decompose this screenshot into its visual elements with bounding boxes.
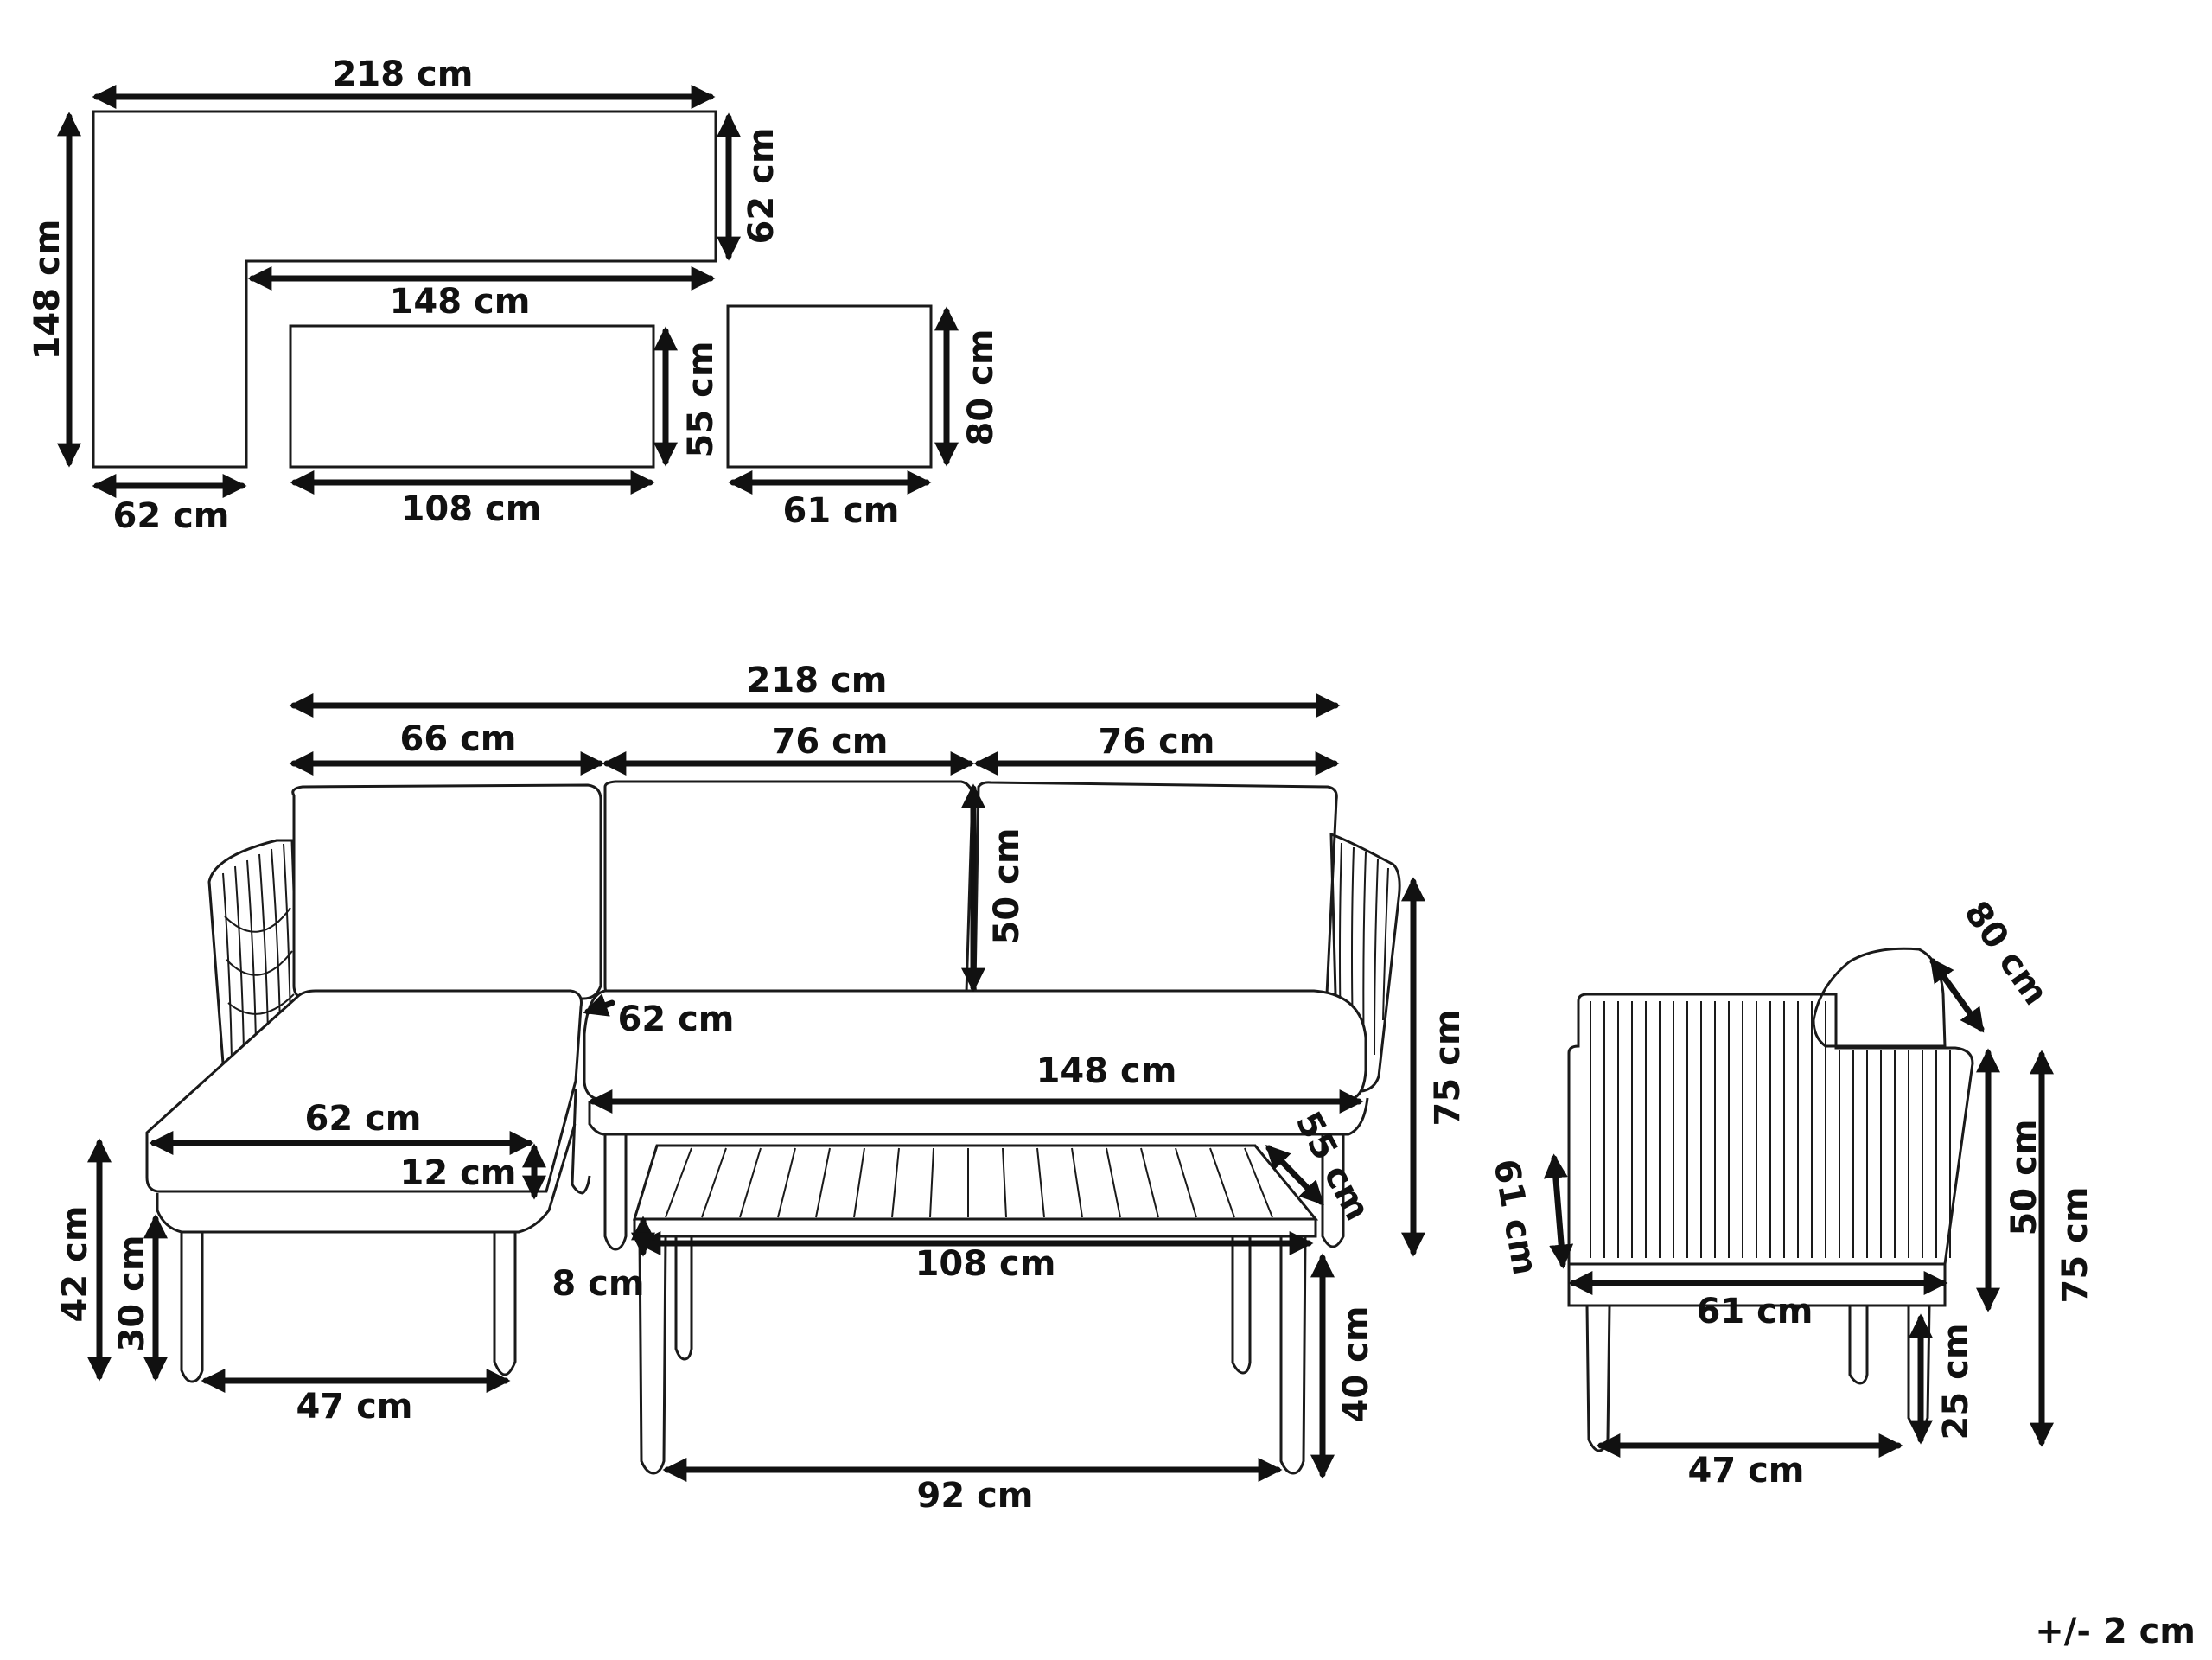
table-leg-3 [674, 1236, 693, 1361]
right-rope-arm [1329, 832, 1401, 1093]
armchair-back-cushion [1812, 947, 1947, 1048]
dim-label-42-seat: 42 cm [55, 1206, 95, 1323]
dim-label-108-table-front: 108 cm [915, 1244, 1056, 1284]
sofa-leg-2 [493, 1232, 517, 1376]
dim-label-12-cushion: 12 cm [400, 1153, 517, 1193]
dim-arrow-62-depth [583, 993, 615, 1017]
sofa-leg-4 [1321, 1134, 1345, 1248]
table-leg-1 [638, 1235, 667, 1475]
dim-arrow-55-table-front [1265, 1144, 1324, 1206]
armchair-leg-3 [1848, 1306, 1869, 1385]
dim-label-76-seg-b: 76 cm [1099, 722, 1215, 762]
armchair-frame [1567, 993, 1974, 1266]
dim-label-75-sofa: 75 cm [1428, 1010, 1468, 1127]
dim-label-62-chaise-seat: 62 cm [305, 1099, 422, 1139]
dim-label-61-chair-seat: 61 cm [1485, 1156, 1545, 1278]
sofa-leg-1 [180, 1232, 204, 1383]
dim-label-218-top: 218 cm [333, 54, 474, 94]
dim-arrow-80-chair-side [1929, 957, 1985, 1033]
dim-label-148-vertical: 148 cm [28, 220, 67, 361]
armchair-rope-weave [1590, 1001, 1951, 1258]
dim-label-8-top: 8 cm [551, 1264, 644, 1304]
coffee-table-plan [289, 324, 655, 469]
armchair-drawing: 80 cm 61 cm 61 cm 50 cm 75 cm 25 cm 47 c… [1485, 894, 2095, 1491]
back-cushion-1 [291, 783, 602, 1003]
back-cushion-3 [973, 781, 1338, 1005]
dim-label-76-seg-a: 76 cm [772, 722, 889, 762]
dim-label-148-seat: 148 cm [1036, 1051, 1177, 1091]
table-slats [665, 1147, 1273, 1218]
dim-label-92-table: 92 cm [917, 1476, 1034, 1516]
dim-label-62-chaise: 62 cm [113, 496, 230, 536]
dim-label-75-chair: 75 cm [2056, 1187, 2095, 1304]
dim-label-47-chair: 47 cm [1688, 1451, 1805, 1491]
dim-label-80-chair: 80 cm [961, 329, 1001, 446]
dim-label-62-depth: 62 cm [618, 999, 735, 1039]
corner-sofa-drawing: 218 cm 66 cm 76 cm 76 cm 50 cm 62 cm 148… [55, 661, 1468, 1427]
dim-arrow-61-chair-seat [1543, 1153, 1574, 1269]
armchair-leg-1 [1585, 1305, 1611, 1452]
dim-label-66-seg: 66 cm [400, 719, 517, 759]
top-plan-view: 218 cm 148 cm 62 cm 148 cm 62 cm 108 cm … [28, 54, 1001, 536]
table-leg-2 [1279, 1235, 1307, 1475]
dim-label-40-table: 40 cm [1336, 1306, 1376, 1423]
back-cushion-2 [603, 780, 974, 1005]
corner-sofa-plan [92, 110, 717, 469]
dim-label-61-chair: 61 cm [783, 491, 900, 531]
dim-label-62-back: 62 cm [742, 128, 781, 245]
dim-label-218-sofa: 218 cm [747, 661, 888, 700]
dim-label-148-inner: 148 cm [390, 282, 531, 322]
sofa-leg-5 [571, 1089, 591, 1195]
armchair-plan [726, 304, 933, 469]
dim-label-80-chair-side: 80 cm [1956, 894, 2056, 1012]
dim-label-25-chair: 25 cm [1936, 1324, 1976, 1440]
dim-label-61-chair-width: 61 cm [1697, 1292, 1814, 1331]
coffee-table-drawing: 55 cm 108 cm 8 cm 40 cm 92 cm [551, 1106, 1377, 1516]
dim-label-30-leg: 30 cm [112, 1235, 152, 1352]
dim-label-50-back: 50 cm [987, 828, 1027, 945]
dim-label-55-table: 55 cm [681, 342, 721, 458]
dim-label-47-sofa: 47 cm [296, 1387, 413, 1427]
left-rope-weave [222, 843, 295, 1060]
table-apron [633, 1219, 1317, 1238]
dim-label-108-table: 108 cm [401, 489, 542, 529]
table-leg-4 [1231, 1236, 1252, 1375]
sofa-leg-3 [603, 1134, 628, 1251]
dim-label-50-chair: 50 cm [2005, 1120, 2044, 1236]
tolerance-note: +/- 2 cm [2035, 1612, 2196, 1651]
